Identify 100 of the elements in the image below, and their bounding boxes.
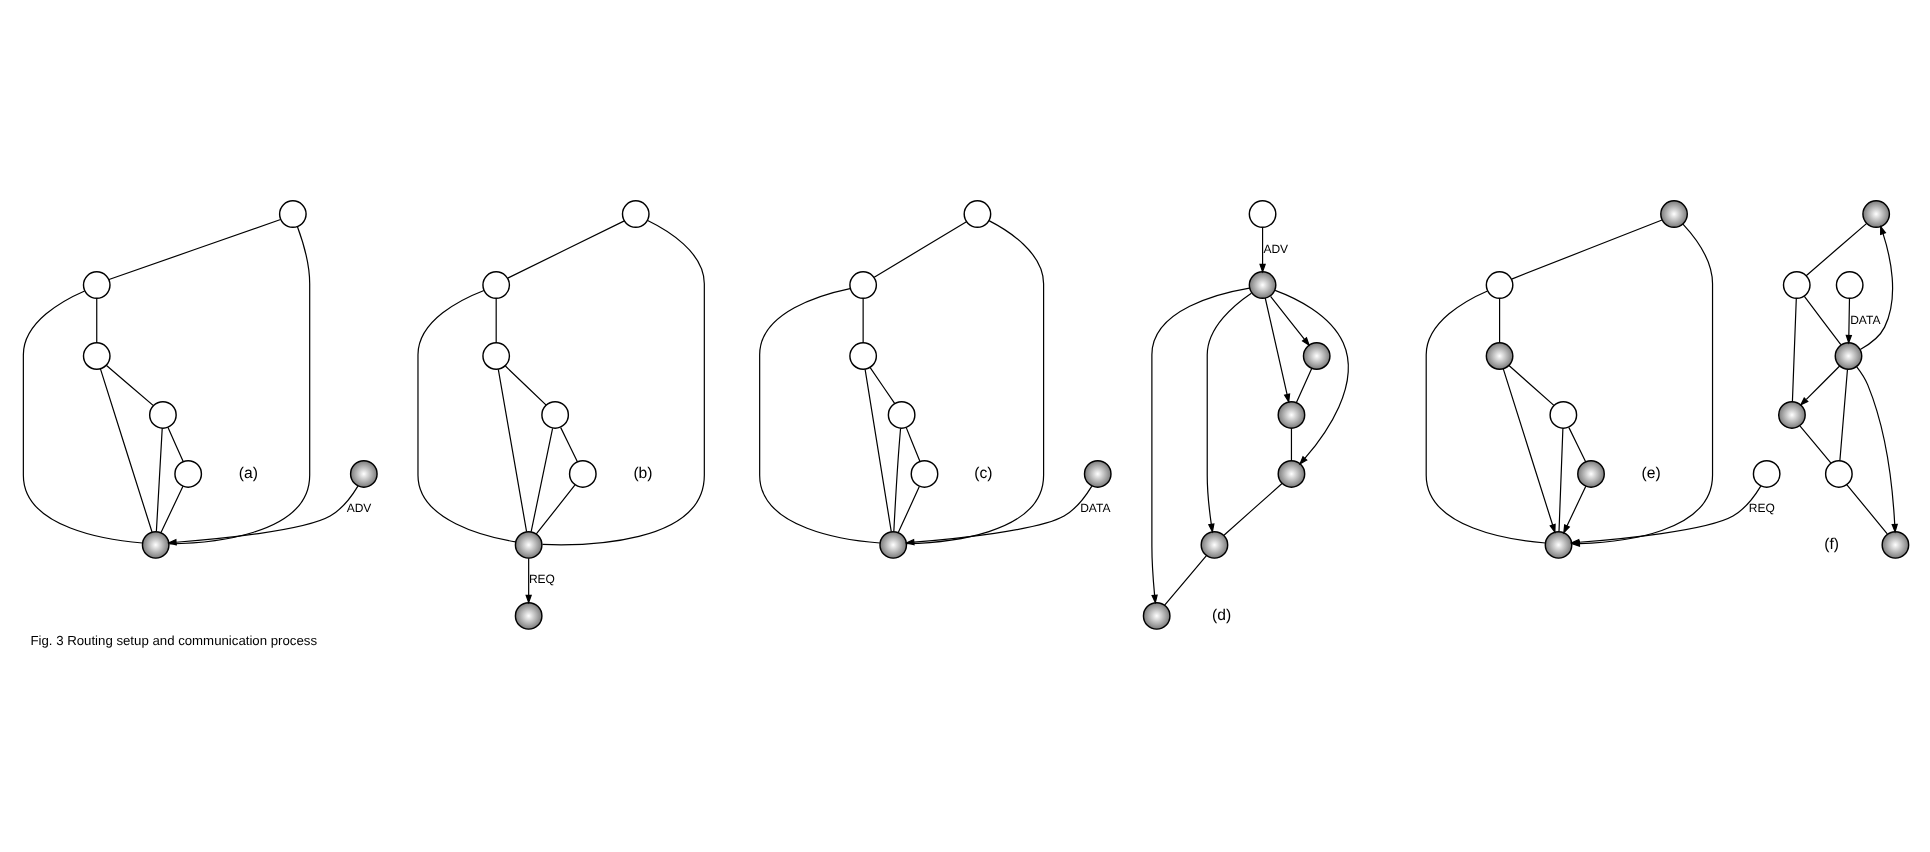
connector	[506, 219, 624, 278]
node-circle	[1576, 458, 1604, 487]
connector	[1510, 218, 1662, 279]
node-circle	[1861, 199, 1890, 227]
arrow	[903, 484, 1092, 545]
node-circle	[81, 270, 110, 298]
node-circle	[348, 458, 377, 487]
node-circle	[848, 270, 877, 298]
connector	[1424, 289, 1545, 543]
connector	[529, 426, 553, 532]
connector	[496, 367, 527, 532]
node-circle	[1199, 529, 1228, 558]
node-circle	[567, 458, 596, 487]
connector	[104, 363, 153, 405]
node-circle	[81, 341, 110, 369]
node-circle	[1276, 458, 1305, 487]
node-circle	[513, 600, 542, 629]
connector	[534, 483, 575, 534]
node-circle	[1484, 341, 1513, 369]
connector	[868, 366, 895, 404]
node-circle	[1781, 270, 1810, 298]
node-circle	[909, 458, 938, 487]
connector	[892, 426, 901, 531]
connector	[1557, 426, 1563, 531]
node-circle	[1484, 270, 1513, 298]
connector	[1567, 426, 1586, 462]
arrow	[1205, 291, 1251, 533]
node-circle	[962, 199, 991, 227]
connector	[1498, 296, 1500, 343]
node-circle	[1141, 600, 1170, 629]
connector	[159, 484, 183, 533]
node-circle	[1548, 400, 1577, 428]
connector	[1798, 424, 1831, 463]
connector	[21, 289, 143, 543]
connector	[503, 364, 546, 405]
connector	[904, 426, 920, 461]
node-circle	[481, 270, 510, 298]
connector	[95, 296, 97, 343]
connector	[1804, 221, 1867, 276]
node-circle	[140, 529, 169, 558]
connector	[904, 219, 1044, 544]
connector	[416, 288, 516, 542]
connector	[1289, 427, 1292, 461]
node-circle	[1751, 458, 1780, 487]
node-circle	[1833, 341, 1862, 369]
connector	[494, 296, 496, 343]
connector	[1845, 483, 1887, 534]
connector	[559, 426, 577, 462]
connector	[863, 367, 891, 532]
connector	[98, 367, 152, 532]
node-circle	[147, 400, 176, 428]
node-circle	[1659, 199, 1687, 227]
arrow	[1798, 364, 1840, 406]
connector	[896, 484, 919, 533]
node-circle	[1777, 400, 1805, 428]
node-circle	[1247, 270, 1276, 298]
node-circle	[540, 400, 569, 428]
connector	[1163, 554, 1206, 605]
connector	[167, 225, 310, 544]
arrow	[1844, 296, 1852, 344]
node-circle	[1276, 400, 1305, 428]
arrow	[1273, 288, 1348, 465]
arrow	[1150, 286, 1250, 604]
arrow	[166, 484, 358, 545]
arrow	[1562, 484, 1586, 534]
connector	[1802, 294, 1841, 345]
connector	[154, 426, 162, 531]
arrow	[1258, 225, 1265, 273]
node-circle	[1880, 529, 1909, 558]
node-circle	[513, 529, 542, 558]
node-circle	[848, 341, 877, 369]
node-circle	[886, 400, 915, 428]
node-circle	[1543, 529, 1572, 558]
connector	[1294, 367, 1312, 402]
connector	[872, 220, 967, 277]
node-circle	[1301, 341, 1330, 369]
arrow	[524, 556, 532, 604]
connector	[1790, 296, 1796, 401]
connector	[861, 296, 863, 343]
node-circle	[1247, 199, 1276, 227]
node-circle	[878, 529, 907, 558]
connector	[107, 217, 281, 280]
connector	[1838, 367, 1848, 461]
arrow	[1855, 365, 1898, 533]
connector	[166, 426, 183, 461]
node-circle	[173, 458, 202, 487]
node-circle	[1082, 458, 1111, 487]
node-circle	[277, 199, 306, 227]
arrow	[1501, 367, 1555, 533]
node-circle	[1834, 270, 1863, 298]
node-circle	[620, 199, 649, 227]
node-circle	[481, 341, 510, 369]
node-circle	[1823, 458, 1852, 487]
arrow	[1268, 294, 1310, 346]
connector	[540, 218, 704, 545]
connector	[1507, 363, 1554, 405]
connector	[758, 286, 880, 543]
connector	[1222, 481, 1282, 535]
arrow	[1858, 224, 1893, 349]
arrow	[1263, 296, 1290, 403]
